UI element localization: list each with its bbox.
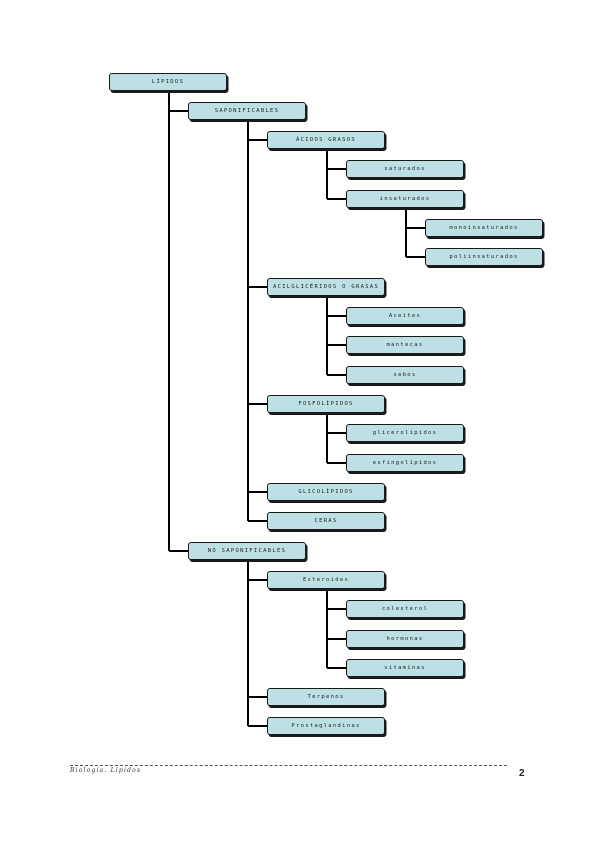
node-colesterol: colesterol — [346, 600, 464, 618]
node-no-saponificables: NO SAPONIFICABLES — [188, 542, 306, 560]
node-monoinsaturados: monoinsaturados — [425, 219, 543, 237]
node-lipidos: LÍPIDOS — [109, 73, 227, 91]
node-glicolipidos: GLICOLÍPIDOS — [267, 483, 385, 501]
node-acidos-grasos: ÁCIDOS GRASOS — [267, 131, 385, 149]
node-aceites: Aceites — [346, 307, 464, 325]
node-saturados: saturados — [346, 160, 464, 178]
node-glicerolipidos: glicerolípidos — [346, 424, 464, 442]
node-ceras: CERAS — [267, 512, 385, 530]
node-esteroides: Esteroides — [267, 571, 385, 589]
node-esfingolipidos: esfingolípidos — [346, 454, 464, 472]
footer-text: Biología. Lípidos — [70, 767, 142, 774]
footer-rule — [70, 765, 507, 766]
node-saponificables: SAPONIFICABLES — [188, 102, 306, 120]
node-prostaglandinas: Prostaglandinas — [267, 717, 385, 735]
node-poliinsaturados: poliinsaturados — [425, 248, 543, 266]
node-vitaminas: vitaminas — [346, 659, 464, 677]
node-acilgliceridos: ACILGLICÉRIDOS O GRASAS — [267, 278, 385, 296]
node-terpenos: Terpenos — [267, 688, 385, 706]
node-hormonas: hormonas — [346, 630, 464, 648]
node-insaturados: insaturados — [346, 190, 464, 208]
node-mantecas: mantecas — [346, 336, 464, 354]
node-sebos: sebos — [346, 366, 464, 384]
page-number: 2 — [519, 768, 525, 779]
node-fosfolipidos: FOSFOLÍPIDOS — [267, 395, 385, 413]
